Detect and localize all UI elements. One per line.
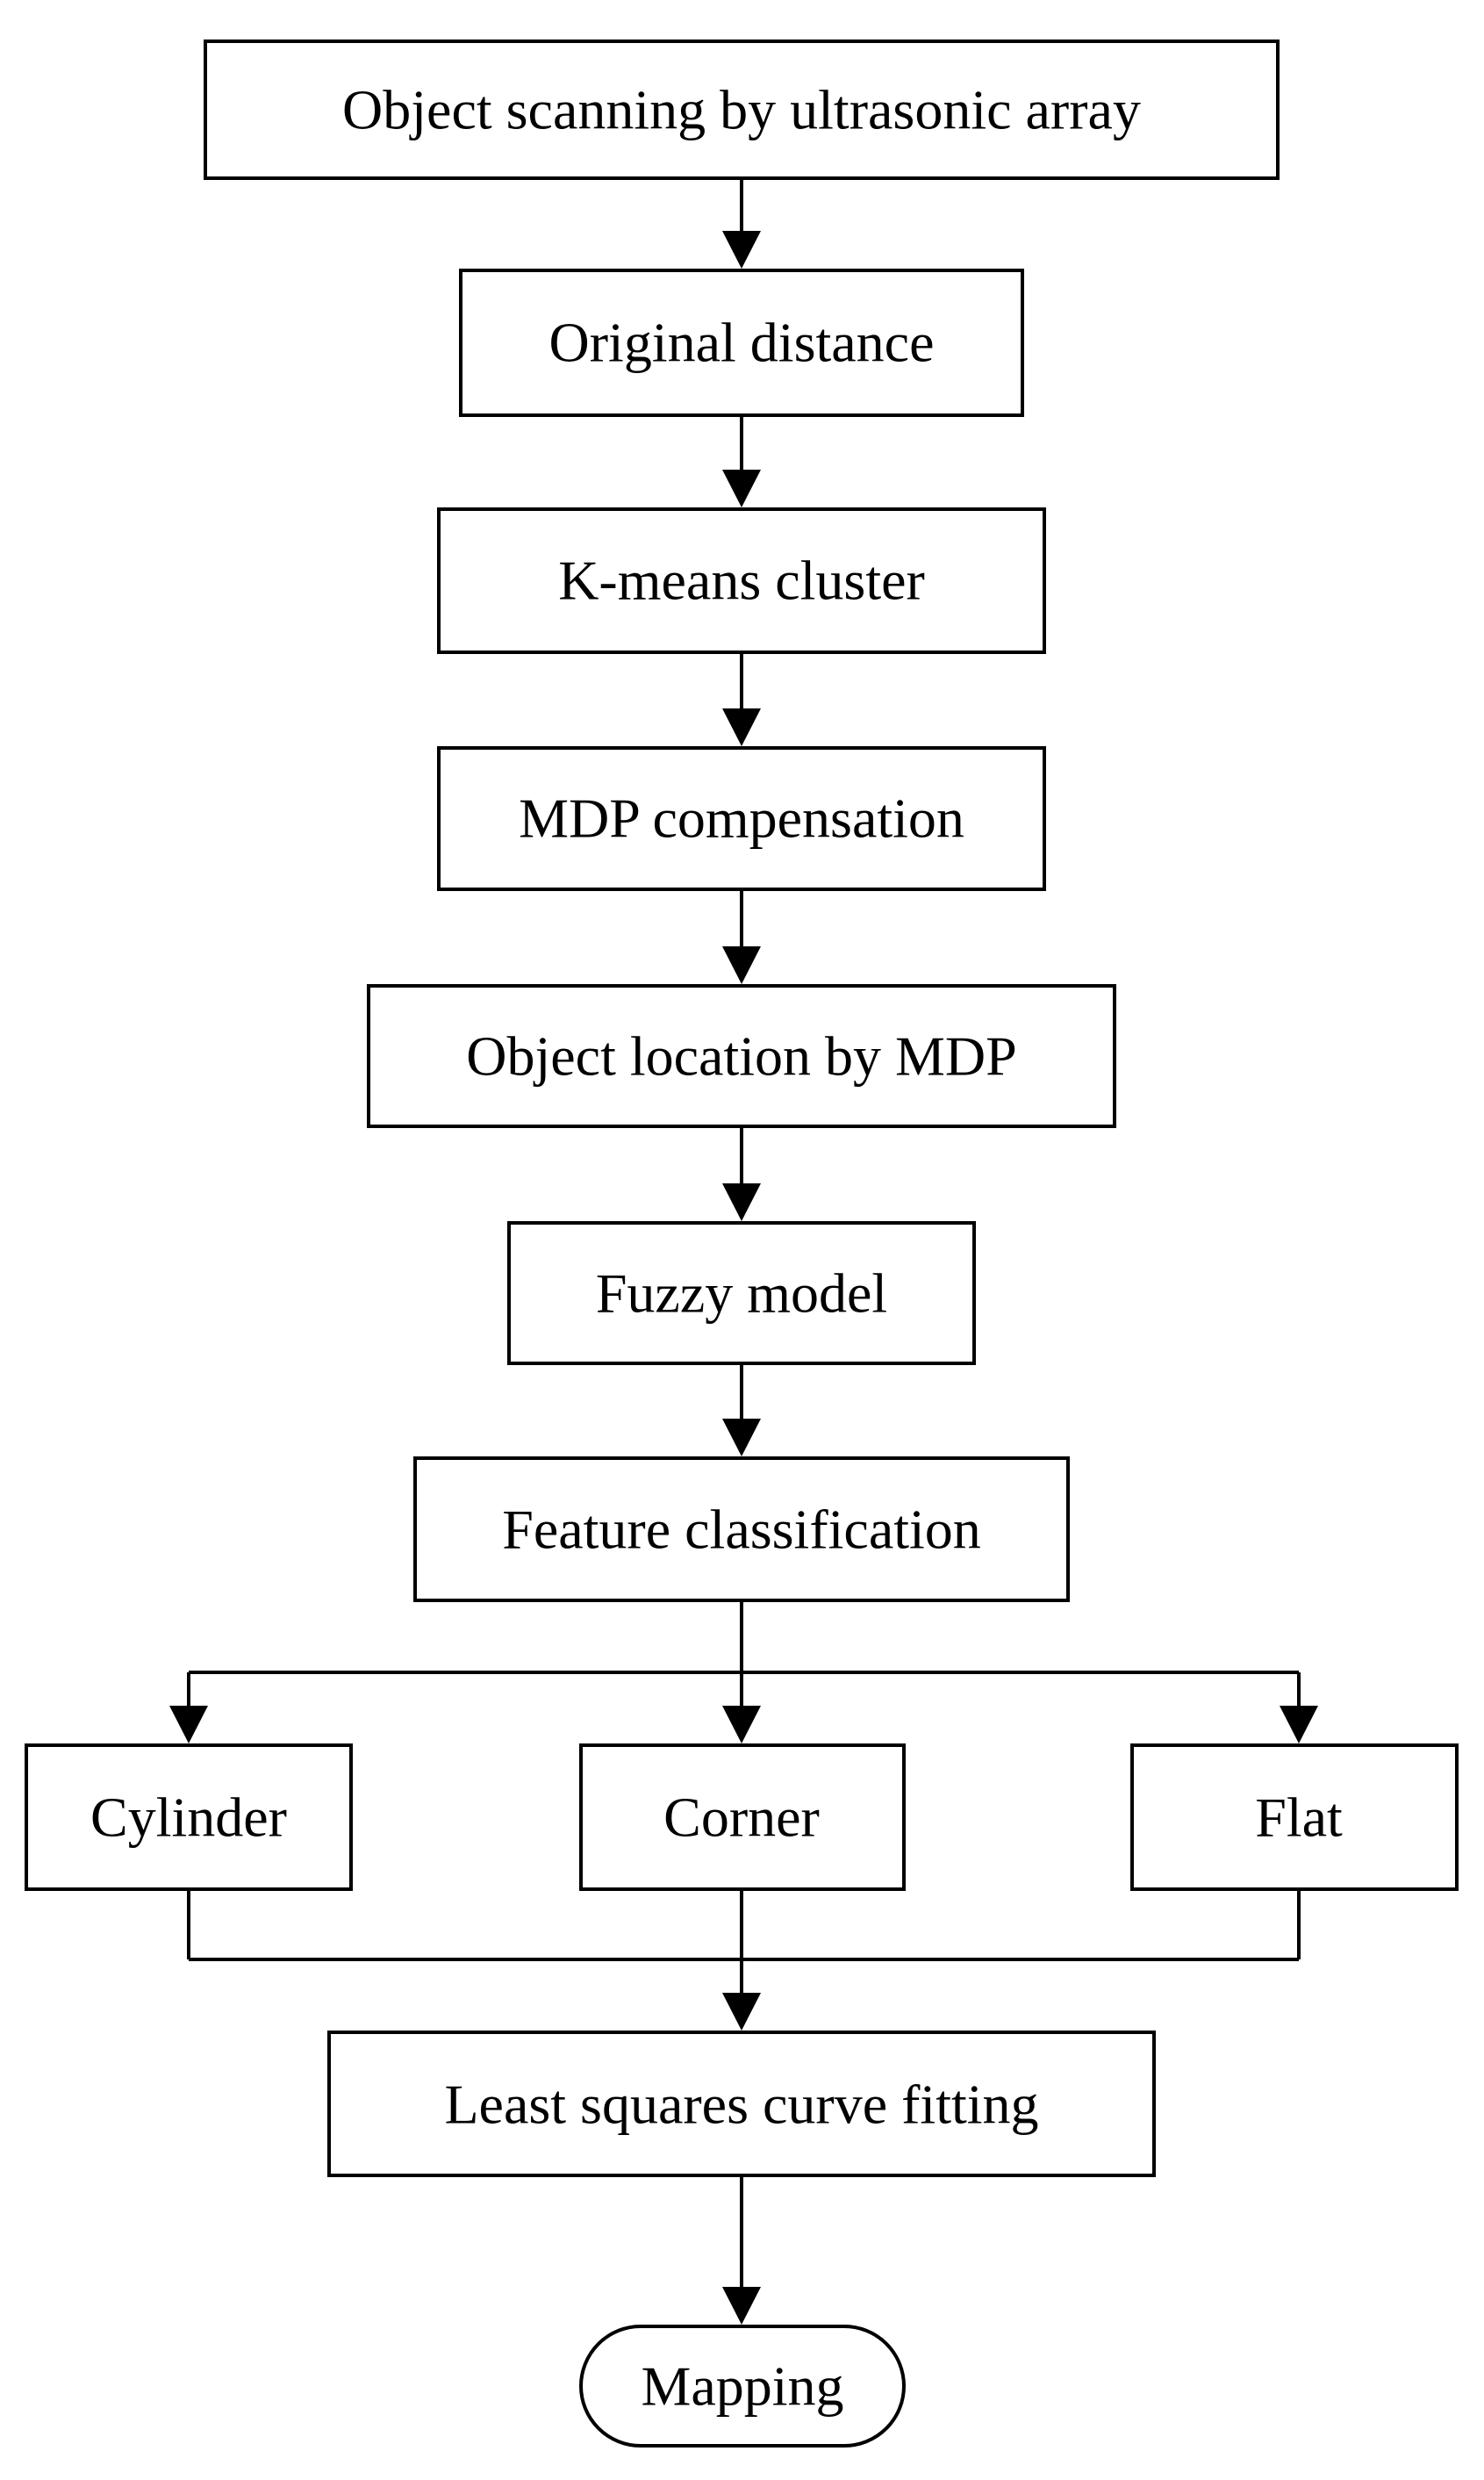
node-flat-box — [1130, 1743, 1459, 1891]
node-flat-label: Flat — [1255, 1786, 1343, 1849]
arrowhead-object-location — [722, 946, 761, 984]
node-least-squares: Least squares curve fitting — [327, 2031, 1156, 2177]
node-object-scanning: Object scanning by ultrasonic array — [204, 40, 1280, 180]
node-object-location: Object location by MDP — [367, 984, 1116, 1128]
node-flat: Flat — [1130, 1743, 1459, 1891]
arrowhead-mdp-compensation — [722, 708, 761, 746]
arrowhead-kmeans — [722, 470, 761, 507]
node-kmeans-cluster-box — [437, 507, 1046, 654]
node-object-location-box — [367, 984, 1116, 1128]
arrowhead-cylinder — [169, 1706, 208, 1743]
node-least-squares-label: Least squares curve fitting — [444, 2074, 1038, 2136]
connectors — [169, 178, 1318, 2325]
node-feature-classification: Feature classification — [413, 1456, 1070, 1602]
arrowhead-feature-classification — [722, 1419, 761, 1456]
arrowhead-mapping — [722, 2287, 761, 2325]
node-mapping: Mapping — [579, 2325, 906, 2448]
node-fuzzy-model: Fuzzy model — [507, 1221, 976, 1365]
node-original-distance-box — [459, 269, 1024, 417]
node-fuzzy-model-label: Fuzzy model — [596, 1262, 887, 1325]
node-object-location-label: Object location by MDP — [466, 1025, 1016, 1088]
arrowhead-least-squares — [722, 1993, 761, 2031]
node-kmeans-cluster: K-means cluster — [437, 507, 1046, 654]
node-corner-box — [579, 1743, 906, 1891]
arrowhead-corner — [722, 1706, 761, 1743]
node-feature-classification-label: Feature classification — [502, 1499, 981, 1561]
node-original-distance: Original distance — [459, 269, 1024, 417]
node-mapping-box — [579, 2325, 906, 2448]
node-mdp-compensation-label: MDP compensation — [519, 787, 964, 850]
arrowhead-flat — [1280, 1706, 1318, 1743]
node-object-scanning-box — [204, 40, 1280, 180]
node-corner: Corner — [579, 1743, 906, 1891]
arrowhead-original-distance — [722, 231, 761, 269]
node-least-squares-box — [327, 2031, 1156, 2177]
node-kmeans-cluster-label: K-means cluster — [558, 550, 925, 612]
node-corner-label: Corner — [663, 1786, 820, 1849]
node-object-scanning-label: Object scanning by ultrasonic array — [342, 79, 1141, 141]
node-original-distance-label: Original distance — [549, 312, 935, 374]
arrowhead-fuzzy-model — [722, 1183, 761, 1221]
node-cylinder: Cylinder — [25, 1743, 353, 1891]
node-mapping-label: Mapping — [641, 2355, 843, 2418]
node-feature-classification-box — [413, 1456, 1070, 1602]
node-mdp-compensation: MDP compensation — [437, 746, 1046, 891]
node-mdp-compensation-box — [437, 746, 1046, 891]
node-cylinder-label: Cylinder — [90, 1786, 287, 1849]
node-fuzzy-model-box — [507, 1221, 976, 1365]
node-cylinder-box — [25, 1743, 353, 1891]
